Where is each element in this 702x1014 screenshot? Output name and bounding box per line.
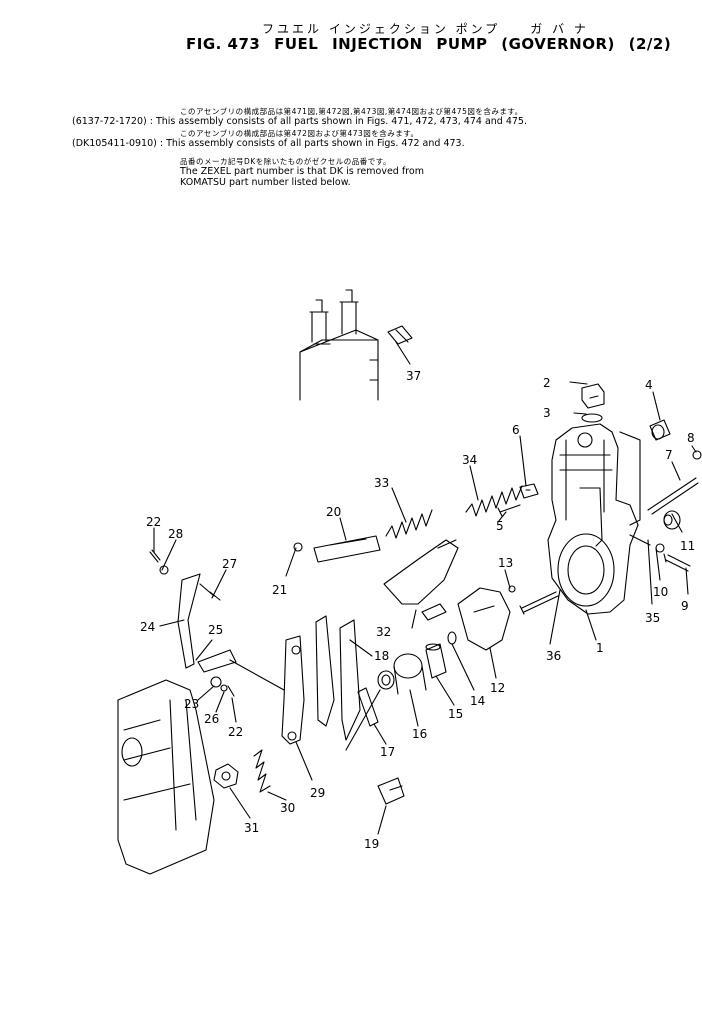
callout-28: 28 — [168, 527, 183, 541]
callout-37: 37 — [406, 369, 421, 383]
callout-11: 11 — [680, 539, 695, 553]
note-3-line-2: KOMATSU part number listed below. — [180, 177, 351, 188]
part-19-block — [377, 777, 405, 805]
callout-1: 1 — [596, 641, 604, 655]
callout-6: 6 — [512, 423, 520, 437]
pump-body — [117, 679, 215, 875]
note-1-jp: このアセンブリの構成部品は第471図,第472図,第473図,第474図および第… — [180, 107, 523, 116]
part-15-bushing — [425, 643, 447, 679]
part-14-washer — [447, 631, 457, 645]
part-11-cap — [663, 510, 681, 530]
note-3-jp: 品番のメーカ記号DKを除いたものがゼクセルの品番です。 — [180, 157, 391, 166]
part-10-washer — [655, 543, 665, 553]
title-word: (GOVERNOR) — [501, 35, 615, 53]
title-word: (2/2) — [628, 35, 672, 53]
callout-8: 8 — [687, 431, 695, 445]
part-29-lever — [281, 635, 305, 745]
part-36-bolt — [519, 591, 559, 615]
callout-35: 35 — [645, 611, 660, 625]
part-3-o-ring — [581, 413, 603, 423]
callout-16: 16 — [412, 727, 427, 741]
part-13-pin — [508, 585, 516, 593]
note-1: (6137-72-1720) : This assembly consists … — [72, 116, 527, 127]
callout-33: 33 — [374, 476, 389, 490]
part-12-flyweight — [457, 587, 511, 651]
note-2-jp: このアセンブリの構成部品は第472図および第473図を含みます。 — [180, 129, 419, 138]
part-20-lever — [313, 535, 381, 563]
callout-9: 9 — [681, 599, 689, 613]
callout-3: 3 — [543, 406, 551, 420]
callout-27: 27 — [222, 557, 237, 571]
callout-32: 32 — [376, 625, 391, 639]
part-34-spring — [465, 485, 523, 517]
part-22-cotter-pin-top — [149, 549, 161, 563]
part-7-stud — [647, 477, 699, 515]
part-26-washer — [220, 684, 228, 692]
callout-30: 30 — [280, 801, 295, 815]
callout-29: 29 — [310, 786, 325, 800]
note-1-code: (6137-72-1720) : — [72, 116, 153, 127]
callout-23: 23 — [184, 697, 199, 711]
callout-36: 36 — [546, 649, 561, 663]
callout-20: 20 — [326, 505, 341, 519]
callout-18: 18 — [374, 649, 389, 663]
note-3-line-1: The ZEXEL part number is that DK is remo… — [180, 166, 424, 177]
callout-15: 15 — [448, 707, 463, 721]
callout-34: 34 — [462, 453, 477, 467]
leader-lines — [153, 341, 697, 835]
callout-22-bottom: 22 — [228, 725, 243, 739]
part-22-cotter-pin-bottom — [227, 685, 235, 697]
figure-title: FIG. 473 FUEL INJECTION PUMP (GOVERNOR) … — [186, 35, 679, 53]
part-16-sleeve — [377, 653, 427, 695]
part-9-screw — [663, 553, 691, 572]
note-2-code: (DK105411-0910) : — [72, 138, 164, 149]
part-28-washer — [159, 565, 169, 575]
callout-10: 10 — [653, 585, 668, 599]
callout-labels: 1 2 3 4 5 6 7 8 9 10 11 12 13 14 15 16 1… — [140, 369, 695, 851]
part-21-ring — [293, 542, 303, 552]
callout-13: 13 — [498, 556, 513, 570]
title-word: INJECTION — [332, 35, 423, 53]
part-30-spring — [253, 749, 271, 793]
callout-12: 12 — [490, 681, 505, 695]
part-18-guide-lever — [315, 615, 361, 741]
pump-top-stub — [299, 289, 379, 401]
callout-24: 24 — [140, 620, 155, 634]
callout-19: 19 — [364, 837, 379, 851]
callout-5: 5 — [496, 519, 504, 533]
callout-22-top: 22 — [146, 515, 161, 529]
part-8-nut — [692, 450, 702, 460]
title-japanese: フユエル インジェクション ポンプ ガ バ ナ — [262, 22, 589, 36]
part-35-pin — [629, 534, 651, 546]
part-1-governor-housing — [547, 423, 641, 615]
part-32-tension-lever — [383, 539, 459, 621]
part-5-bolt — [497, 504, 521, 517]
fig-number: FIG. 473 — [186, 35, 261, 53]
callout-14: 14 — [470, 694, 485, 708]
callout-17: 17 — [380, 745, 395, 759]
note-2: (DK105411-0910) : This assembly consists… — [72, 138, 465, 149]
callout-7: 7 — [665, 448, 673, 462]
part-2-plug — [581, 383, 605, 409]
callout-31: 31 — [244, 821, 259, 835]
title-word: PUMP — [436, 35, 488, 53]
part-4-cap-nut — [649, 419, 671, 441]
callout-2: 2 — [543, 376, 551, 390]
part-37-sleeve — [387, 325, 413, 345]
part-33-spring — [385, 509, 433, 539]
note-1-text: This assembly consists of all parts show… — [155, 116, 527, 127]
part-17-link — [357, 687, 379, 727]
part-25-link — [197, 649, 237, 673]
part-31-nut — [213, 763, 239, 789]
callout-26: 26 — [204, 712, 219, 726]
part-6-bracket — [519, 483, 539, 499]
note-2-text: This assembly consists of all parts show… — [166, 138, 465, 149]
part-23-washer — [210, 676, 222, 688]
callout-25: 25 — [208, 623, 223, 637]
callout-4: 4 — [645, 378, 653, 392]
callout-21: 21 — [272, 583, 287, 597]
part-27-bolt — [199, 583, 221, 601]
title-word: FUEL — [274, 35, 319, 53]
